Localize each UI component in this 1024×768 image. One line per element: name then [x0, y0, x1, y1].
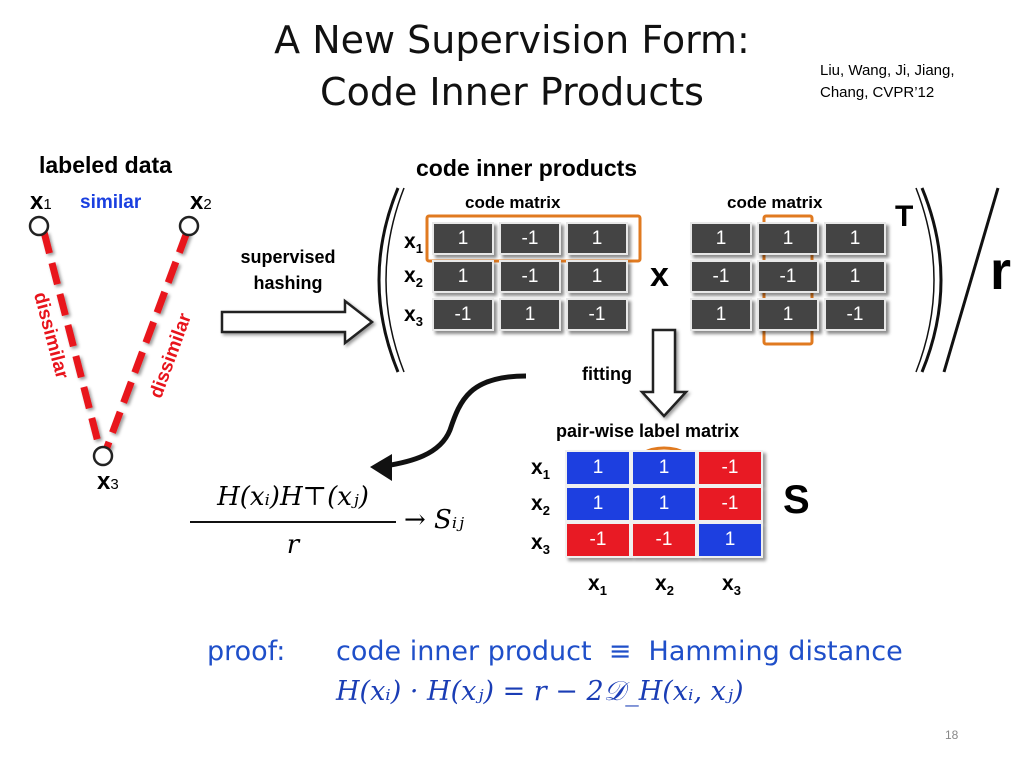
- curved-arrow: [384, 373, 527, 469]
- label-matrix-cell: 1: [631, 450, 697, 486]
- left-code-matrix-title: code matrix: [465, 193, 561, 212]
- dissimilar-edge-right: [102, 230, 191, 452]
- dissimilar-edge-left: [40, 231, 104, 451]
- proof-equation: H(xᵢ) · H(xⱼ) = r − 2𝒟_H(xᵢ, xⱼ): [336, 676, 744, 707]
- label-matrix-col-label-1: x1: [588, 572, 607, 599]
- big-left-paren: [377, 187, 400, 373]
- node-x3-label: x3: [97, 468, 119, 495]
- code-inner-products-heading: code inner products: [416, 155, 638, 181]
- label-matrix-cell: 1: [565, 450, 631, 486]
- times-symbol: x: [650, 256, 669, 294]
- formula-fraction-bar: [190, 521, 396, 523]
- node-x2: [178, 215, 200, 237]
- label-matrix-cell: -1: [697, 450, 763, 486]
- right-matrix-cell: -1: [757, 260, 819, 293]
- slide-title-line1: A New Supervision Form:: [274, 18, 750, 62]
- left-matrix-row-label-1: x1: [404, 230, 423, 257]
- label-matrix-cell: 1: [631, 486, 697, 522]
- formula-rhs: → Sᵢⱼ: [404, 505, 464, 535]
- fitting-label: fitting: [582, 364, 632, 384]
- label-matrix-cell: -1: [565, 522, 631, 558]
- label-matrix-symbol: S: [783, 478, 810, 522]
- left-matrix-cell: 1: [432, 260, 494, 293]
- divisor-r: r: [990, 241, 1012, 301]
- fitting-arrow: [639, 328, 689, 418]
- right-matrix-cell: 1: [824, 260, 886, 293]
- node-x3: [92, 445, 114, 467]
- labeled-data-heading: labeled data: [39, 152, 172, 178]
- slide-number: 18: [945, 728, 959, 742]
- left-matrix-cell: 1: [499, 298, 561, 331]
- left-matrix-cell: -1: [432, 298, 494, 331]
- formula-denominator: r: [286, 530, 300, 560]
- node-x2-label: x2: [190, 188, 212, 215]
- label-matrix-col-label-3: x3: [722, 572, 741, 599]
- label-matrix-row-label-3: x3: [531, 531, 550, 558]
- left-matrix-cell: -1: [566, 298, 628, 331]
- label-matrix-row-label-1: x1: [531, 456, 550, 483]
- similar-label: similar: [80, 192, 142, 213]
- citation-line1: Liu, Wang, Ji, Jiang,: [820, 62, 955, 79]
- left-matrix-cell: -1: [499, 260, 561, 293]
- label-matrix-title: pair-wise label matrix: [556, 421, 740, 441]
- label-matrix-col-label-2: x2: [655, 572, 674, 599]
- supervised-hashing-arrow: [220, 298, 375, 346]
- left-matrix-row-label-2: x2: [404, 264, 423, 291]
- left-matrix-row-label-3: x3: [404, 303, 423, 330]
- label-matrix-cell: 1: [697, 522, 763, 558]
- label-matrix-cell: -1: [697, 486, 763, 522]
- node-x1: [28, 215, 50, 237]
- label-matrix-cell: 1: [565, 486, 631, 522]
- right-matrix-cell: 1: [757, 298, 819, 331]
- citation-line2: Chang, CVPR’12: [820, 84, 935, 101]
- right-code-matrix-title: code matrix: [727, 193, 823, 212]
- right-matrix-cell: -1: [824, 298, 886, 331]
- left-matrix-cell: -1: [499, 222, 561, 255]
- division-slash: [942, 187, 1000, 373]
- proof-statement: code inner product ≡ Hamming distance: [336, 636, 903, 667]
- right-matrix-cell: 1: [757, 222, 819, 255]
- right-matrix-cell: -1: [690, 260, 752, 293]
- citation: Liu, Wang, Ji, Jiang, Chang, CVPR’12: [820, 60, 1010, 104]
- left-matrix-cell: 1: [432, 222, 494, 255]
- node-x1-label: x1: [30, 188, 52, 215]
- proof-label: proof:: [207, 636, 286, 667]
- label-matrix-cell: -1: [631, 522, 697, 558]
- left-matrix-cell: 1: [566, 222, 628, 255]
- slide-title-line2: Code Inner Products: [320, 70, 704, 114]
- left-matrix-cell: 1: [566, 260, 628, 293]
- right-matrix-cell: 1: [824, 222, 886, 255]
- label-matrix-row-label-2: x2: [531, 492, 550, 519]
- right-matrix-cell: 1: [690, 298, 752, 331]
- right-matrix-cell: 1: [690, 222, 752, 255]
- big-right-paren: [920, 187, 943, 373]
- supervised-hashing-label: supervised hashing: [240, 247, 336, 293]
- transpose-symbol: T: [895, 200, 914, 233]
- formula-numerator: H(xᵢ)H⊤(xⱼ): [217, 482, 369, 512]
